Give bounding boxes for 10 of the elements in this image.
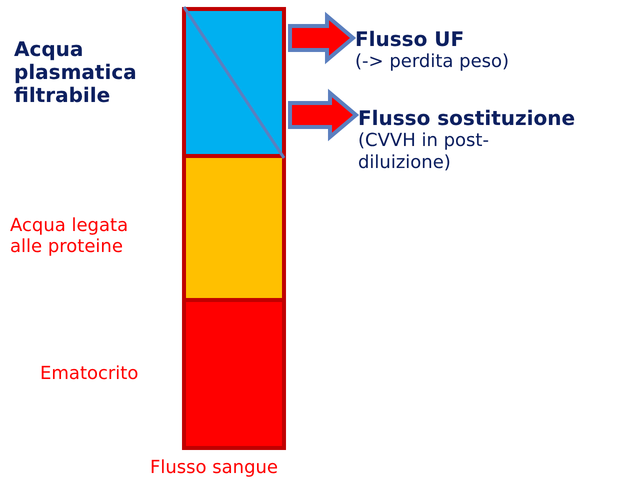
axis-caption: Flusso sangue <box>150 458 278 479</box>
flow-heading: Flusso sostituzione <box>358 106 576 130</box>
flow-note: (-> perdita peso) <box>355 51 510 73</box>
component-label: Acqua plasmatica filtrabile <box>14 38 138 107</box>
flow-note: (CVVH in post-diluizione) <box>358 130 490 174</box>
block-arrow <box>288 88 360 142</box>
flow-heading: Flusso UF <box>355 27 464 51</box>
block-arrow <box>288 12 356 64</box>
component-label: Acqua legata alle proteine <box>10 216 130 258</box>
component-label: Ematocrito <box>40 364 140 385</box>
